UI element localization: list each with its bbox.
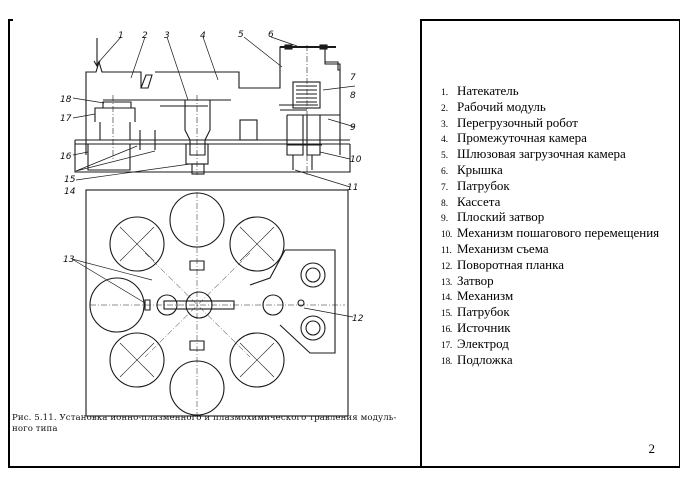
leader-lines: [71, 36, 356, 318]
callout-12: 12: [352, 314, 364, 324]
table-border-top-right: [420, 19, 680, 21]
legend-item: 1. Натекатель: [441, 83, 659, 99]
callout-2: 2: [142, 31, 148, 41]
legend-label: Поворотная планка: [457, 256, 564, 272]
legend-cell: 1. Натекатель 2. Рабочий модуль 3. Перегруз…: [421, 19, 679, 466]
legend-number: 17.: [441, 340, 452, 351]
legend-label: Механизм: [457, 288, 514, 304]
callout-18: 18: [60, 95, 72, 105]
callout-15: 15: [64, 175, 76, 185]
legend-number: 9.: [441, 214, 449, 225]
callout-1: 1: [118, 31, 124, 41]
legend-item: 15. Патрубок: [441, 304, 659, 320]
legend-label: Натекатель: [457, 83, 519, 98]
callout-13: 13: [63, 255, 75, 265]
legend-number: 5.: [441, 151, 449, 162]
legend-label: Патрубок: [457, 177, 510, 193]
legend-label: Перегрузочный робот: [457, 114, 578, 130]
legend-number: 15.: [441, 309, 452, 320]
legend-number: 6.: [441, 166, 449, 177]
callout-14: 14: [64, 187, 76, 197]
callout-3: 3: [164, 31, 170, 41]
legend-label: Затвор: [457, 272, 494, 288]
legend-number: 8.: [441, 198, 449, 209]
legend-label: Кассета: [457, 193, 501, 209]
legend-number: 16.: [441, 324, 452, 335]
legend-item: 17. Электрод: [441, 336, 659, 352]
top-view: [85, 189, 349, 417]
callout-4: 4: [200, 31, 206, 41]
legend-item: 6. Крышка: [441, 162, 659, 178]
legend-label: Подложка: [457, 351, 513, 367]
legend-number: 7.: [441, 182, 449, 193]
callout-8: 8: [350, 91, 356, 101]
callout-11: 11: [347, 183, 358, 193]
legend-label: Механизм съема: [457, 240, 549, 256]
legend-item: 14. Механизм: [441, 288, 659, 304]
legend-number: 14.: [441, 293, 452, 304]
legend-item: 2. Рабочий модуль: [441, 99, 659, 115]
top-view-center-lines: [90, 192, 345, 415]
table-border-top-stub: [8, 19, 13, 21]
legend-item: 11. Механизм съема: [441, 241, 659, 257]
center-lines: [112, 45, 308, 175]
legend-label: Источник: [457, 319, 511, 335]
callout-5: 5: [238, 30, 244, 40]
legend-item: 5. Шлюзовая загрузочная камера: [441, 146, 659, 162]
legend-label: Плоский затвор: [457, 209, 545, 225]
callout-6: 6: [268, 30, 274, 40]
callout-9: 9: [350, 123, 356, 133]
legend-label: Промежуточная камера: [457, 130, 587, 146]
table-border-bottom: [8, 466, 680, 468]
legend-label: Электрод: [457, 335, 509, 351]
table-border-right: [678, 19, 680, 467]
legend-label: Крышка: [457, 161, 503, 177]
legend-number: 1.: [441, 88, 449, 98]
legend-item: 13. Затвор: [441, 273, 659, 289]
legend-number: 11.: [441, 245, 452, 256]
legend-number: 2.: [441, 103, 449, 114]
legend-list: 1. Натекатель 2. Рабочий модуль 3. Перегруз…: [441, 83, 659, 367]
legend-number: 10.: [441, 230, 452, 241]
figure-caption: Рис. 5.11. Установка ионно-плазменного и…: [12, 413, 397, 434]
callout-labels: 1 2 3 4 5 6 7 8 9 10 11 12 13 14 15 16 1…: [60, 30, 364, 324]
legend-item: 7. Патрубок: [441, 178, 659, 194]
legend-label: Патрубок: [457, 304, 510, 320]
legend-item: 18. Подложка: [441, 352, 659, 368]
legend-item: 16. Источник: [441, 320, 659, 336]
legend-number: 18.: [441, 356, 452, 367]
legend-item: 10. Механизм пошагового перемещения: [441, 225, 659, 241]
side-view: [74, 38, 351, 175]
legend-label: Рабочий модуль: [457, 98, 546, 114]
legend-label: Шлюзовая загрузочная камера: [457, 146, 626, 162]
legend-item: 12. Поворотная планка: [441, 257, 659, 273]
legend-label: Механизм пошагового перемещения: [457, 225, 660, 241]
legend-number: 4.: [441, 135, 449, 146]
callout-16: 16: [60, 152, 72, 162]
legend-item: 4. Промежуточная камера: [441, 130, 659, 146]
table-border-divider: [420, 19, 422, 467]
legend-item: 8. Кассета: [441, 194, 659, 210]
table-border-left: [8, 19, 10, 467]
legend-number: 13.: [441, 277, 452, 288]
legend-number: 12.: [441, 261, 452, 272]
callout-10: 10: [350, 155, 362, 165]
page-number: 2: [648, 441, 656, 456]
callout-7: 7: [350, 73, 356, 83]
legend-item: 3. Перегрузочный робот: [441, 115, 659, 131]
cross-marks: [119, 226, 275, 378]
legend-item: 9. Плоский затвор: [441, 209, 659, 225]
callout-17: 17: [60, 114, 72, 124]
legend-number: 3.: [441, 119, 449, 130]
